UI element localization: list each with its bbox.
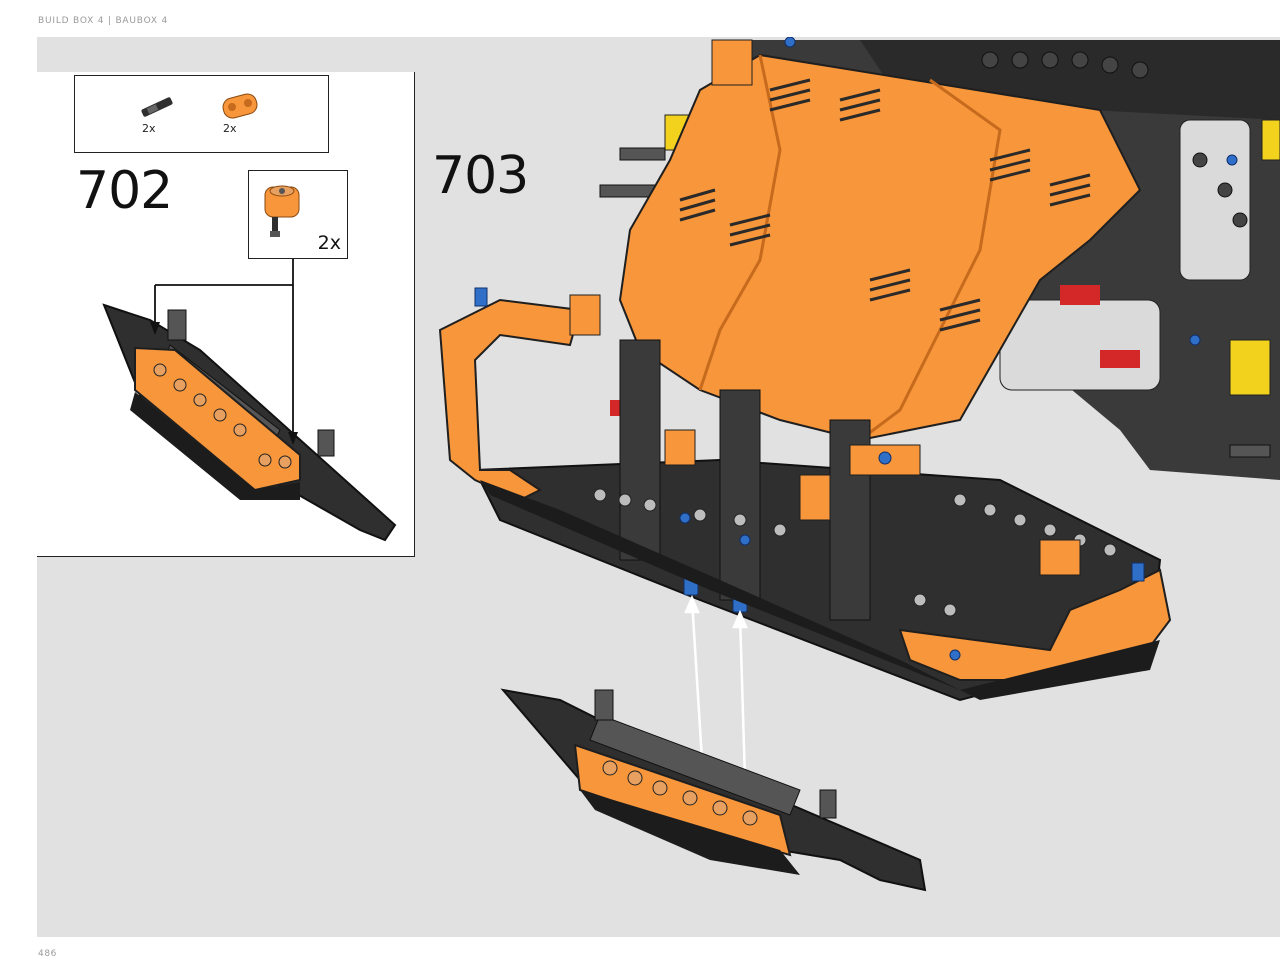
step-number-703: 703 bbox=[432, 146, 529, 206]
parts-list-graphics bbox=[141, 93, 258, 119]
callout-quantity: 2x bbox=[317, 232, 341, 254]
part-quantity: 2x bbox=[142, 122, 156, 135]
subassembly-callout: 2x bbox=[248, 170, 348, 259]
step-703-illustration bbox=[438, 37, 1280, 892]
page-header: BUILD BOX 4 | BAUBOX 4 bbox=[38, 16, 169, 26]
page-number: 486 bbox=[38, 949, 57, 959]
connector-pin-icon bbox=[264, 185, 300, 237]
part-quantity: 2x bbox=[223, 122, 237, 135]
step-702-illustration bbox=[102, 259, 397, 542]
step-number-702: 702 bbox=[76, 161, 173, 221]
parts-list: 2x 2x bbox=[74, 75, 329, 153]
axle-pin-icon bbox=[141, 97, 173, 117]
instruction-canvas bbox=[37, 37, 1280, 937]
orange-connector-icon bbox=[222, 93, 258, 119]
